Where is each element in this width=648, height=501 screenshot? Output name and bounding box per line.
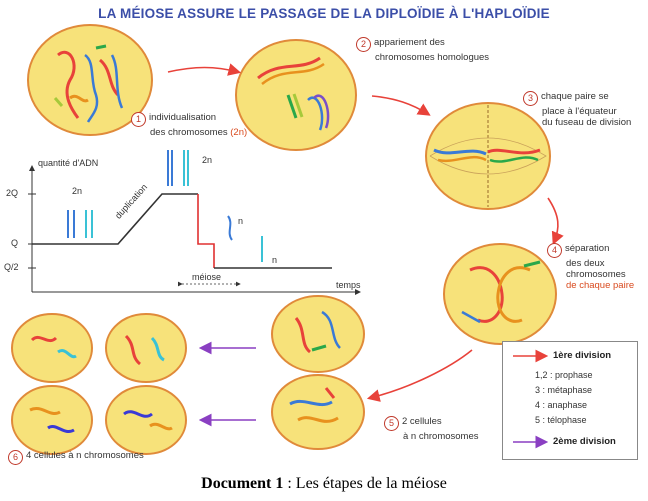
step-1-line1: individualisation [149, 112, 217, 123]
step-4-line3: chromosomes [566, 269, 626, 280]
cell-1-individualisation [27, 24, 153, 136]
step-2-line1: appariement des [374, 37, 445, 48]
step-1-number: 1 [131, 112, 146, 127]
step-3-line1: chaque paire se [541, 91, 609, 102]
document-caption: Document 1 : Les étapes de la méiose [0, 475, 648, 493]
cell-2-appariement [235, 39, 357, 151]
step-2-number: 2 [356, 37, 371, 52]
graph-2n-before: 2n [72, 186, 83, 196]
step-4-line4: de chaque paire [566, 280, 635, 291]
step-3-line2: place à l'équateur [542, 106, 617, 117]
graph-tick-q2: Q/2 [4, 262, 19, 272]
legend-phase-3: 4 : anaphase [535, 400, 588, 410]
step-1-suffix: (2n) [230, 127, 248, 138]
step-3-line3: du fuseau de division [542, 117, 632, 128]
dna-meiosis-drop [197, 194, 215, 268]
graph-meiose-label: méiose [192, 272, 222, 282]
step-4-number: 4 [547, 243, 562, 258]
step-5-line1: 2 cellules [402, 416, 442, 427]
cell-5a-telophase [271, 295, 365, 373]
step-5-number: 5 [384, 416, 399, 431]
step-2-line2: chromosomes homologues [375, 52, 490, 63]
legend-box: 1ère division 1,2 : prophase 3 : métapha… [502, 341, 638, 460]
dna-level-line [32, 193, 198, 245]
caption-rest: : Les étapes de la méiose [283, 475, 447, 492]
arrow-2-to-3 [371, 95, 431, 116]
step-6-number: 6 [8, 450, 23, 465]
cell-6a [11, 313, 93, 383]
arrow-3-to-4 [547, 197, 564, 245]
graph-y-title: quantité d'ADN [38, 158, 99, 168]
legend-phase-4: 5 : télophase [535, 415, 587, 425]
arrow-4-to-5 [366, 349, 473, 402]
legend-phase-2: 3 : métaphase [535, 385, 593, 395]
cell-6b [105, 313, 187, 383]
page-title: LA MÉIOSE ASSURE LE PASSAGE DE LA DIPLOÏ… [98, 6, 550, 21]
legend-arrows [513, 349, 549, 449]
step-4-line2: des deux [566, 258, 605, 269]
graph-n-second: n [272, 255, 278, 265]
dna-quantity-graph [28, 150, 364, 295]
cell-4-anaphase [443, 243, 557, 345]
cell-3-metaphase [425, 102, 551, 210]
graph-2n-after: 2n [202, 155, 213, 165]
cell-6d [105, 385, 187, 455]
graph-n-first: n [238, 216, 244, 226]
graph-tick-2q: 2Q [6, 188, 19, 198]
legend-phase-1: 1,2 : prophase [535, 370, 593, 380]
graph-x-title: temps [336, 280, 361, 290]
cell-6c [11, 385, 93, 455]
cell-5b-telophase [271, 374, 365, 450]
step-4-line1: séparation [565, 243, 610, 254]
arrow-1-to-2 [167, 63, 242, 76]
step-5-line2: à n chromosomes [403, 431, 479, 442]
step-6-line1: 4 cellules à n chromosomes [26, 450, 144, 461]
legend-first-division: 1ère division [553, 350, 612, 361]
step-3-number: 3 [523, 91, 538, 106]
caption-bold: Document 1 [201, 475, 284, 492]
graph-tick-q: Q [11, 238, 19, 248]
step-1-line2: des chromosomes [150, 127, 228, 138]
legend-second-division: 2ème division [553, 436, 616, 447]
